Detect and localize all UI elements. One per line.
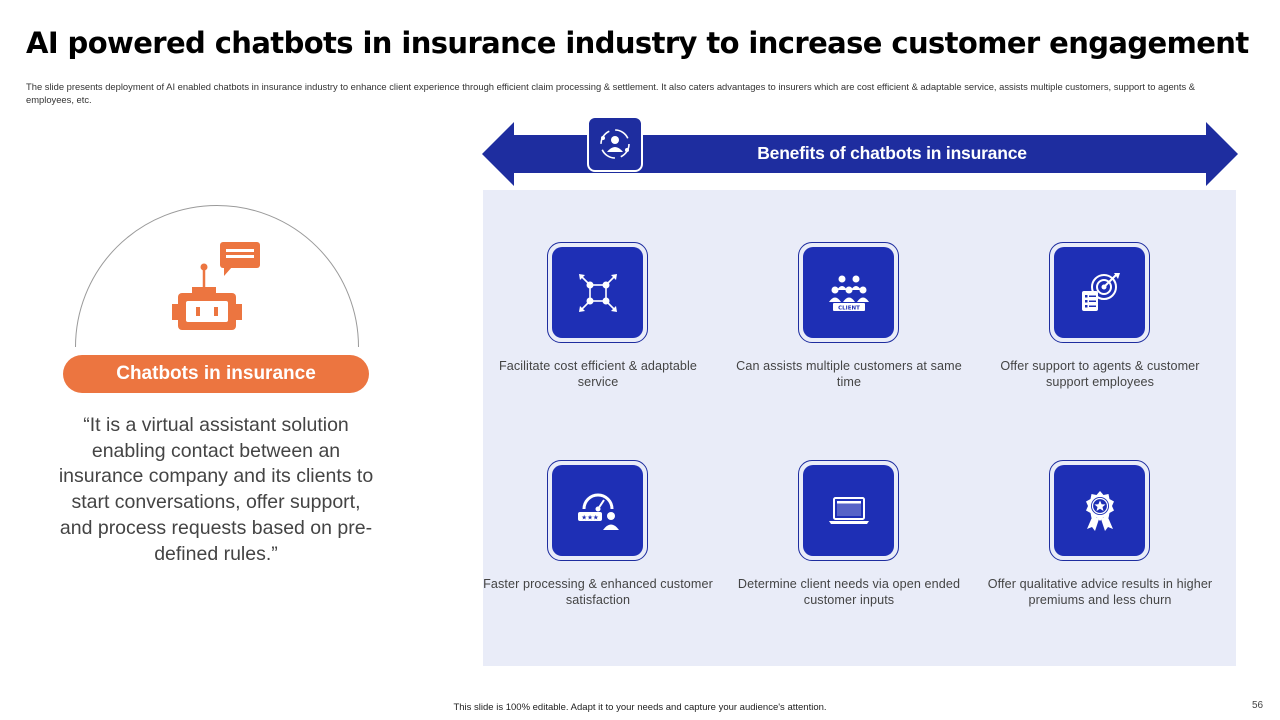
benefit-label: Can assists multiple customers at same t… [736,359,962,389]
benefit-label: Offer qualitative advice results in high… [987,577,1213,607]
client-group-icon: CLIENT [803,247,894,338]
benefits-banner-arrow [482,122,1238,186]
benefit-label: Determine client needs via open ended cu… [737,577,961,607]
slide-title: AI powered chatbots in insurance industr… [26,26,1249,60]
award-badge-icon [1054,465,1145,556]
chatbot-robot-icon [172,242,260,330]
benefit-label: Facilitate cost efficient & adaptable se… [498,359,698,389]
target-checklist-icon [1054,247,1145,338]
benefits-banner-title: Benefits of chatbots in insurance [757,143,1027,163]
user-network-icon [587,116,643,172]
benefit-label: Faster processing & enhanced customer sa… [483,577,713,607]
page-number: 56 [1252,700,1264,711]
network-nodes-icon [552,247,643,338]
slide-subtitle: The slide presents deployment of AI enab… [26,81,1196,105]
chatbots-pill-label: Chatbots in insurance [63,355,369,393]
stars-icon-text: ★★★ [581,513,599,521]
definition-quote: “It is a virtual assistant solution enab… [58,414,374,565]
rating-gauge-icon: ★★★ [552,465,643,556]
laptop-icon [803,465,894,556]
footer-note: This slide is 100% editable. Adapt it to… [453,702,827,713]
client-icon-text: CLIENT [838,305,860,311]
benefit-label: Offer support to agents & customer suppo… [1000,359,1200,389]
